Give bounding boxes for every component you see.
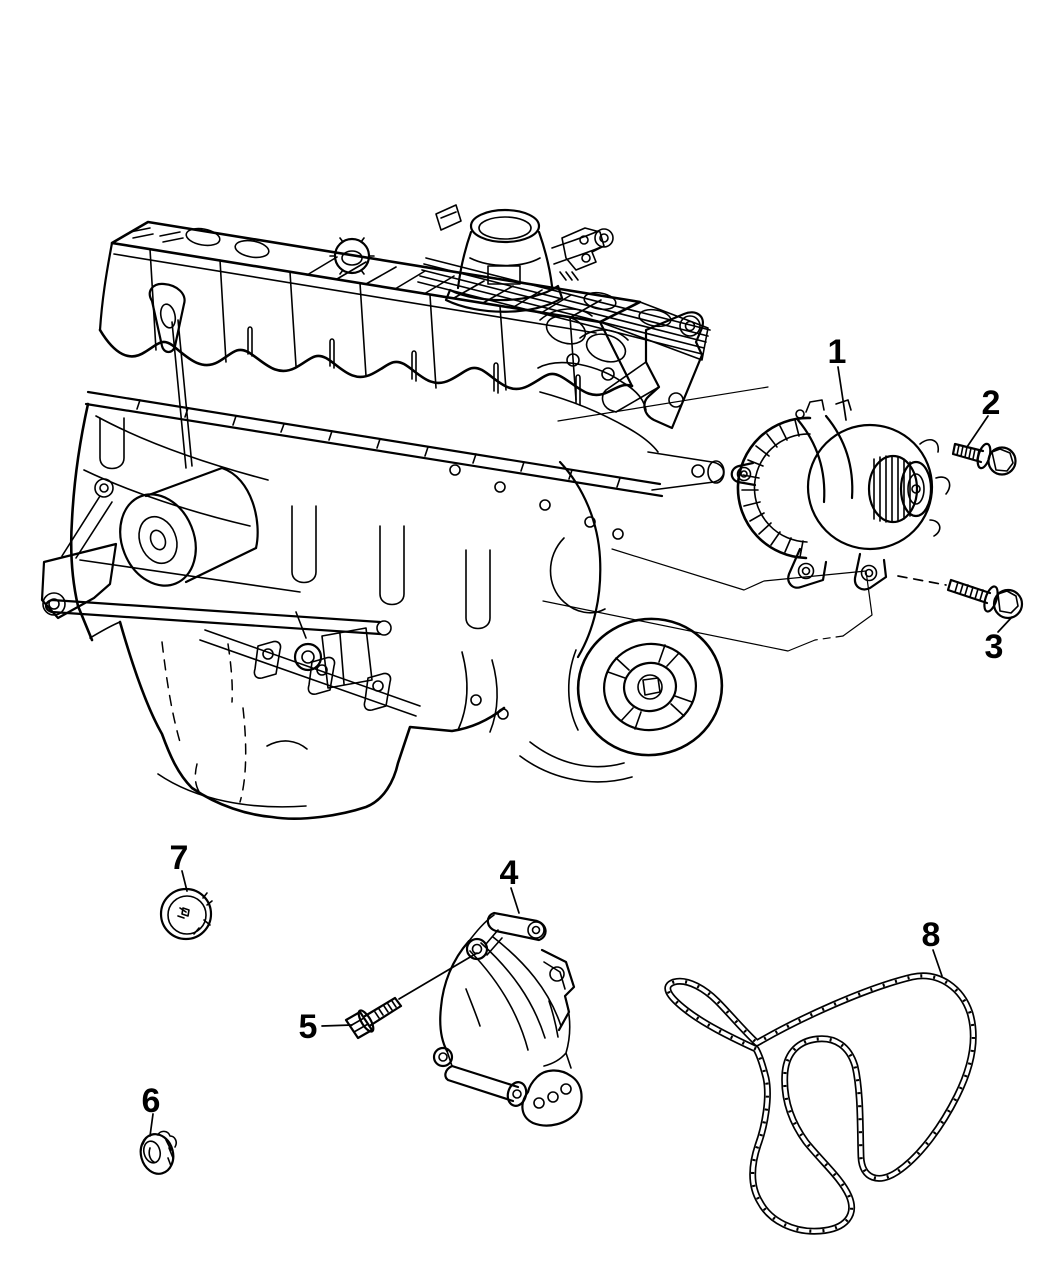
callout-6: 6 [142,1082,161,1137]
callout-8: 8 [922,916,943,977]
callout-5-label[interactable]: 5 [299,1008,318,1046]
callout-4-label[interactable]: 4 [500,854,519,892]
alternator-pulley [867,454,933,524]
callout-7-label[interactable]: 7 [170,839,189,877]
flange-nut [139,1130,177,1175]
callout-5: 5 [299,952,478,1046]
ghost-reference-plane [542,386,873,652]
alternator-mounting-lugs [730,461,888,591]
callout-1: 1 [828,333,847,421]
throttle-body [435,204,614,313]
valve-cover [98,220,711,401]
callout-1-label[interactable]: 1 [828,333,847,371]
bracket-bolt [344,996,403,1040]
cylinder-head [84,326,664,540]
serpentine-belt [664,972,977,1235]
oil-filter [119,466,259,587]
engine-assembly [40,204,725,820]
bolt-lower [946,578,1024,620]
oil-fill-cap [329,237,375,275]
alternator [730,399,951,591]
callout-4: 4 [500,854,520,914]
intake-manifold [537,308,659,453]
bell-housing [457,651,633,783]
rear-bracket [601,311,704,430]
support-bracket [432,911,583,1127]
front-mount-boss [199,627,421,717]
callout-2: 2 [966,384,1001,448]
dipstick-tube [148,282,193,469]
callout-3: 3 [897,575,1013,666]
engine-mount-left [40,495,392,639]
round-plug [159,887,213,941]
callout-7: 7 [170,839,189,892]
callout-6-label[interactable]: 6 [142,1082,161,1120]
bolt-upper [951,442,1017,476]
callout-2-label[interactable]: 2 [982,384,1001,422]
engine-block [69,402,491,642]
crank-pulley [567,617,724,757]
callout-8-label[interactable]: 8 [922,916,941,954]
oil-pan [89,620,506,820]
front-cover [549,451,725,659]
callout-3-label[interactable]: 3 [985,628,1004,666]
callouts: 1 2 3 4 5 6 7 8 [142,333,1013,1137]
